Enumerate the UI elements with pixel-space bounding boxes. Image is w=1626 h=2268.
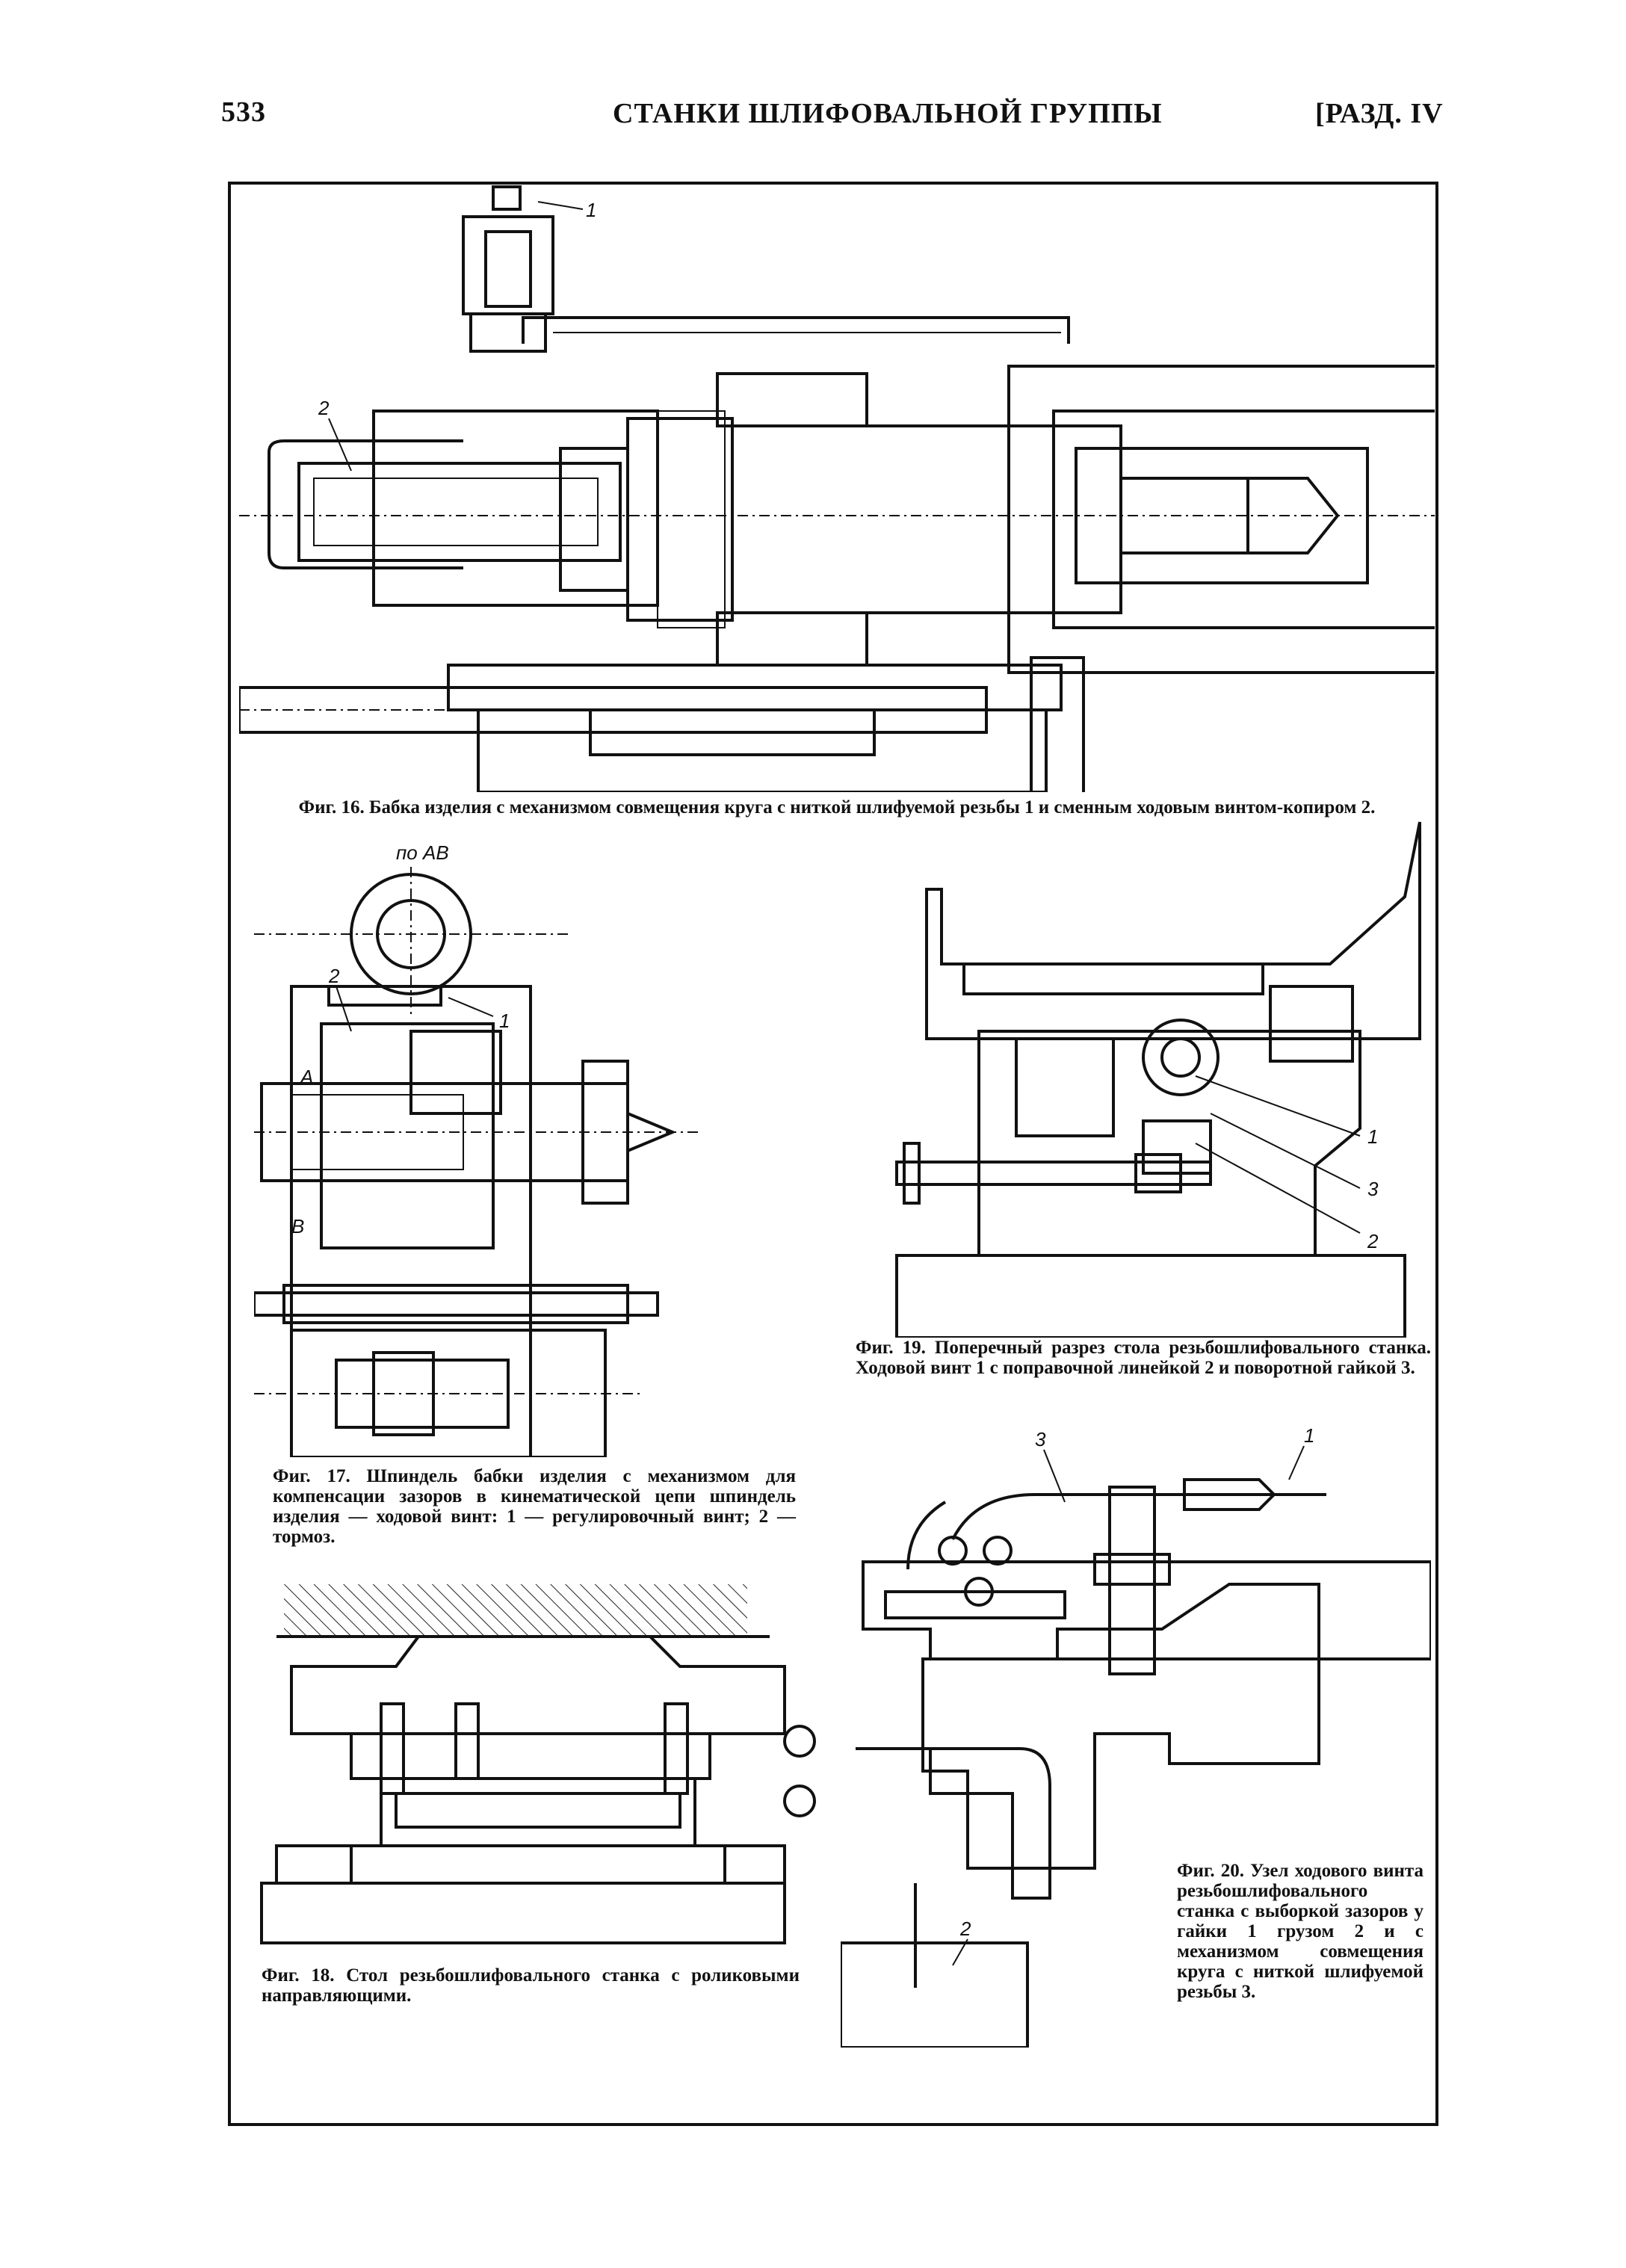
svg-text:3: 3 xyxy=(1035,1428,1046,1450)
fig19-caption: Фиг. 19. Поперечный разрез стола резьбош… xyxy=(856,1338,1431,1378)
svg-text:2: 2 xyxy=(959,1918,971,1940)
svg-text:2: 2 xyxy=(1367,1230,1379,1252)
fig17-caption: Фиг. 17. Шпиндель бабки изделия с механи… xyxy=(273,1466,796,1547)
svg-text:1: 1 xyxy=(499,1010,510,1032)
svg-text:B: B xyxy=(291,1215,304,1237)
svg-text:2: 2 xyxy=(318,397,330,419)
fig16-drawing: 1 2 xyxy=(239,185,1435,792)
svg-text:по AB: по AB xyxy=(396,841,449,864)
figure-frame xyxy=(228,182,1438,2126)
fig20-drawing: 3 1 2 xyxy=(841,1424,1431,2048)
svg-text:3: 3 xyxy=(1367,1178,1379,1200)
svg-text:1: 1 xyxy=(586,199,596,221)
fig18-caption: Фиг. 18. Стол резьбошлифовального станка… xyxy=(262,1965,800,2006)
running-title: СТАНКИ ШЛИФОВАЛЬНОЙ ГРУППЫ xyxy=(613,98,1163,129)
fig19-drawing: 1 3 2 xyxy=(895,821,1421,1338)
svg-text:1: 1 xyxy=(1304,1424,1314,1447)
fig20-caption: Фиг. 20. Узел ходового винта резьбошлифо… xyxy=(1177,1861,1423,2002)
svg-text:A: A xyxy=(299,1066,313,1088)
page-number: 533 xyxy=(221,96,266,128)
svg-text:1: 1 xyxy=(1367,1125,1378,1148)
svg-text:2: 2 xyxy=(328,965,340,987)
fig18-drawing xyxy=(260,1584,816,1944)
fig16-caption: Фиг. 16. Бабка изделия с механизмом совм… xyxy=(298,797,1376,818)
section-label: [РАЗД. IV xyxy=(1315,98,1444,129)
fig17-drawing: по AB 1 2 A B xyxy=(254,841,702,1457)
